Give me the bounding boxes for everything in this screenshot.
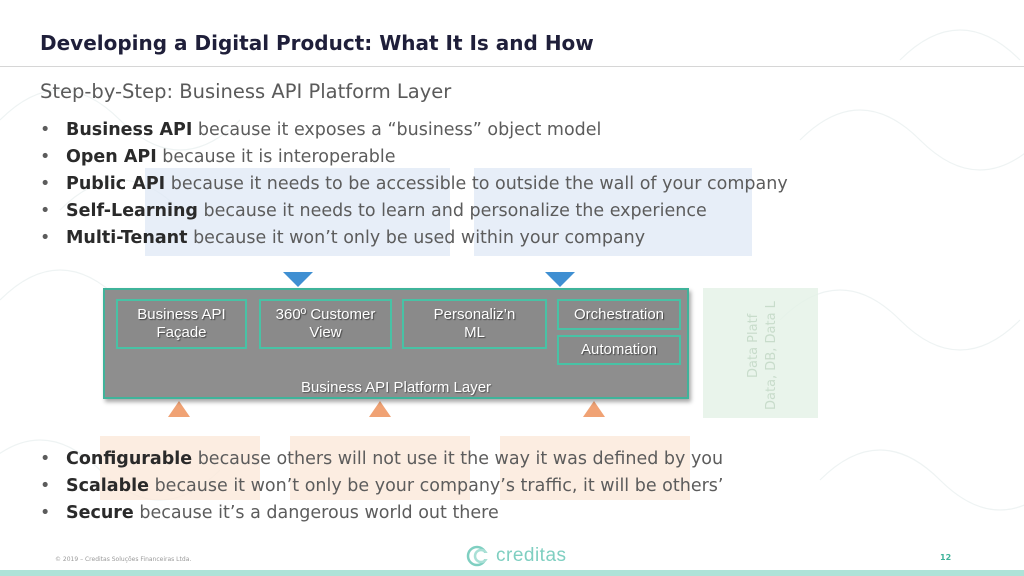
component-automation: Automation	[557, 335, 681, 365]
creditas-logo-icon	[466, 545, 492, 567]
bullet-list-bottom: •Configurable because others will not us…	[40, 446, 723, 527]
arrow-up-icon	[583, 401, 605, 417]
faded-side-label-2: Data, DB, Data L	[764, 301, 779, 410]
bullet-item: •Multi-Tenant because it won’t only be u…	[40, 228, 646, 248]
arrow-down-icon	[545, 272, 575, 287]
bullet-item: •Secure because it’s a dangerous world o…	[40, 503, 499, 523]
component-360-customer-view: 360º Customer View	[259, 299, 392, 349]
bullet-item: •Configurable because others will not us…	[40, 449, 724, 469]
page-number: 12	[940, 553, 952, 562]
faded-data-platform-box	[703, 288, 818, 418]
bullet-item: •Open API because it is interoperable	[40, 147, 396, 167]
footer-brand: creditas	[496, 545, 567, 566]
component-business-api-facade: Business API Façade	[116, 299, 247, 349]
footer-copyright: © 2019 – Creditas Soluções Financeiras L…	[55, 556, 192, 563]
faded-channel-box-2	[290, 436, 470, 500]
title-divider	[0, 66, 1024, 67]
arrow-up-icon	[369, 401, 391, 417]
platform-label: Business API Platform Layer	[300, 379, 492, 396]
bullet-item: •Self-Learning because it needs to learn…	[40, 201, 707, 221]
footer-bar	[0, 570, 1024, 576]
bullet-item: •Scalable because it won’t only be your …	[40, 476, 724, 496]
slide-title: Developing a Digital Product: What It Is…	[40, 31, 594, 55]
business-api-platform-layer: Business API Façade 360º Customer View P…	[103, 288, 689, 399]
bullet-item: •Public API because it needs to be acces…	[40, 174, 788, 194]
bullet-list-top: •Business API because it exposes a “busi…	[40, 117, 788, 252]
component-personalization-ml: Personaliz’n ML	[402, 299, 547, 349]
component-orchestration: Orchestration	[557, 299, 681, 330]
faded-consumer-box-right	[474, 168, 752, 256]
footer-logo: creditas	[466, 545, 567, 567]
faded-consumer-box-left	[145, 168, 450, 256]
bullet-item: •Business API because it exposes a “busi…	[40, 120, 602, 140]
slide-subtitle: Step-by-Step: Business API Platform Laye…	[40, 80, 452, 103]
faded-side-label-1: Data Platf	[746, 313, 761, 378]
arrow-up-icon	[168, 401, 190, 417]
faded-channel-box-3	[500, 436, 690, 500]
faded-channel-box-1	[100, 436, 260, 500]
arrow-down-icon	[283, 272, 313, 287]
